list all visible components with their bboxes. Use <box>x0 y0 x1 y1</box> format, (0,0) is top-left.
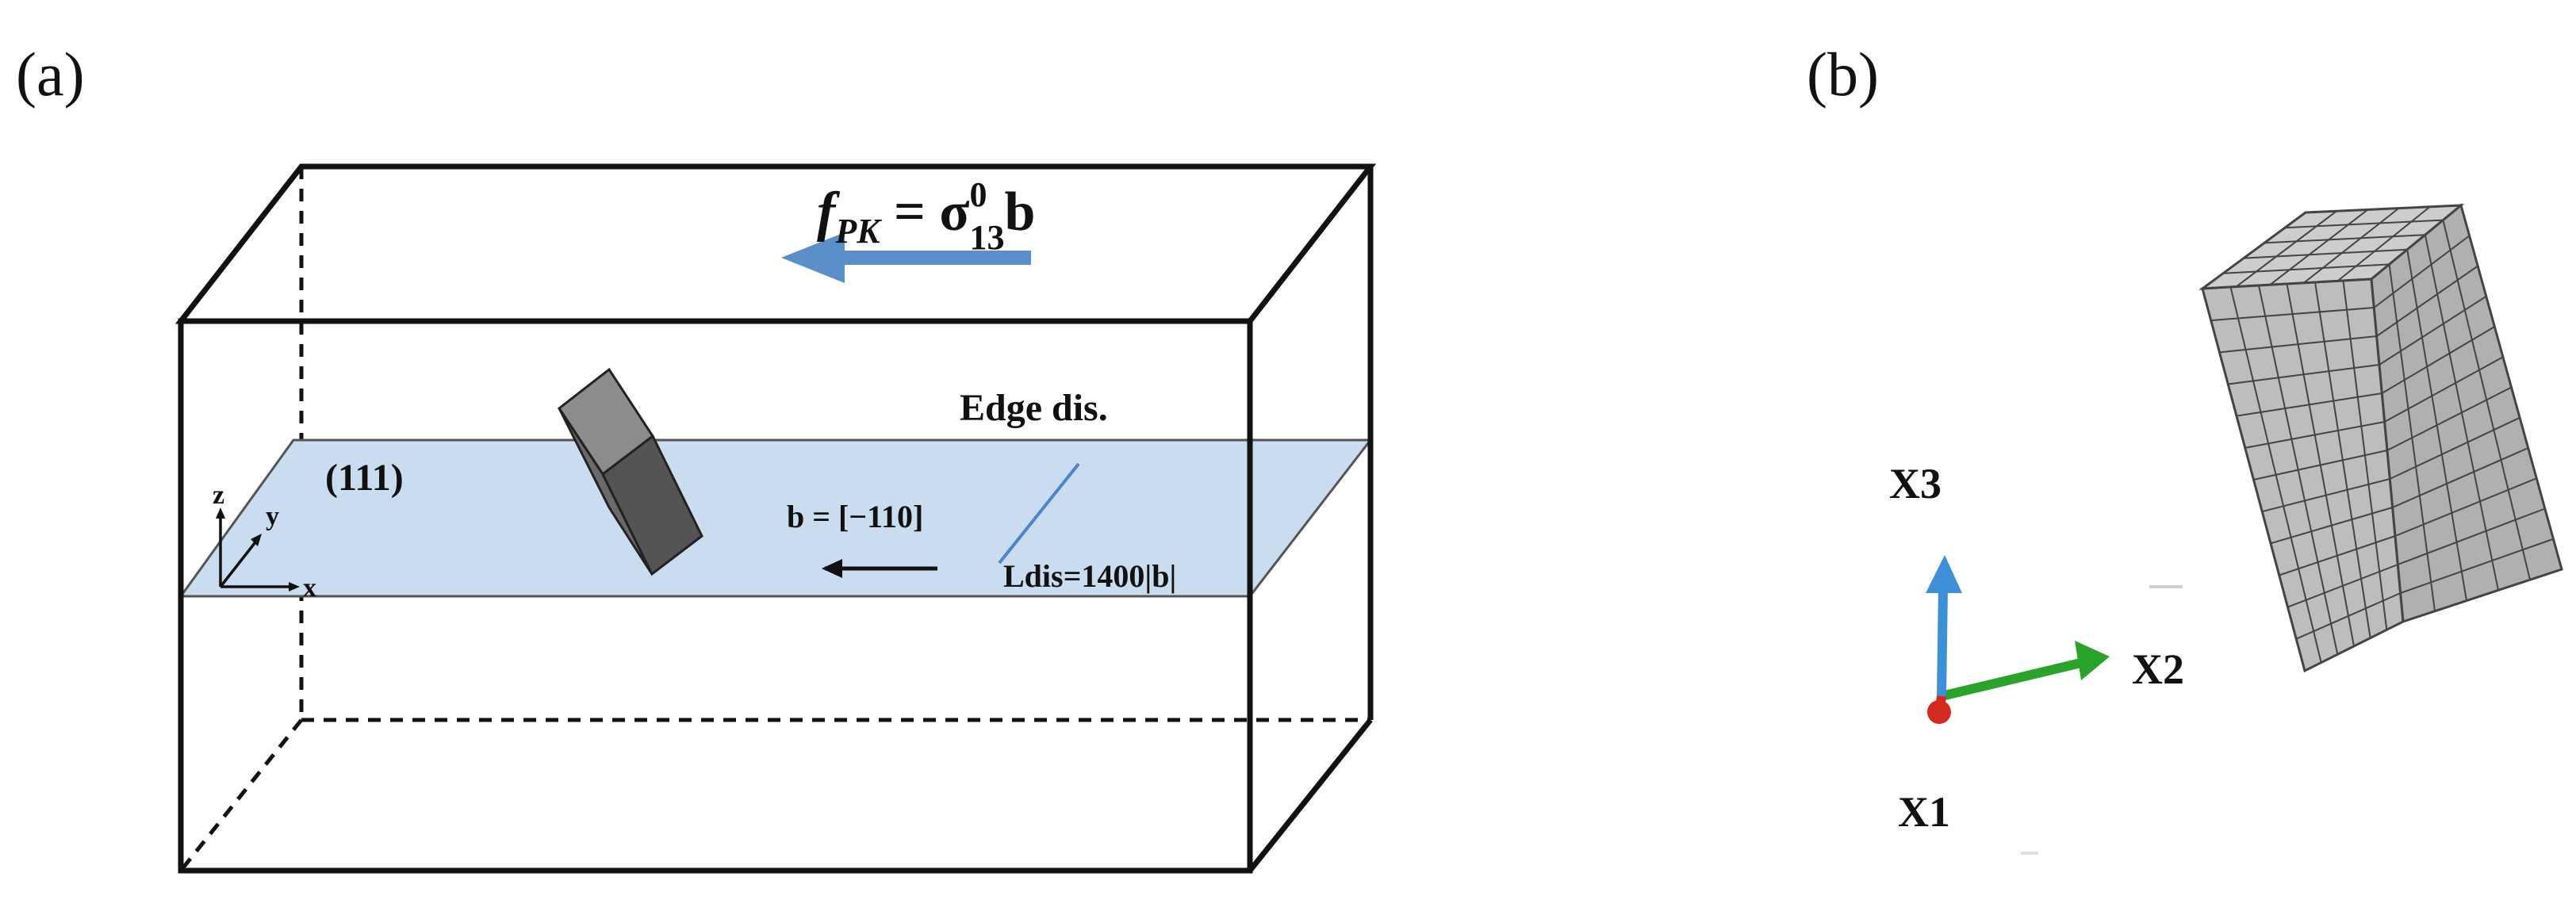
mesh-line <box>2392 447 2529 508</box>
mesh-line <box>2386 386 2512 451</box>
axis-x1-label: X1 <box>1898 788 1950 836</box>
dislocation-line <box>998 462 1080 565</box>
mesh-line <box>2270 507 2393 545</box>
mesh-line <box>2235 210 2337 288</box>
mesh-line <box>2262 478 2390 513</box>
mesh-line <box>2228 364 2380 385</box>
mesh-line <box>2295 592 2402 640</box>
mesh-line <box>2222 263 2390 274</box>
mesh-line <box>2284 219 2444 229</box>
mesh-block <box>2198 203 2563 673</box>
edge-dislocation-label: Edge dis. <box>960 387 1108 429</box>
force-arrow <box>781 232 1031 283</box>
mesh-line <box>2379 295 2487 366</box>
panel-a-label: (a) <box>16 40 85 109</box>
mesh-line <box>2376 265 2478 337</box>
simulation-box-edges <box>174 163 1377 874</box>
mesh-line <box>2264 234 2425 244</box>
mesh-line <box>2219 335 2377 354</box>
axis-x2-label: X2 <box>2132 645 2184 693</box>
axis-z-label: z <box>213 480 224 510</box>
mesh-line <box>2381 326 2495 394</box>
axis-y-label: y <box>266 502 279 531</box>
coordinate-triad <box>216 507 300 591</box>
mesh-line <box>2397 507 2546 565</box>
mesh-line <box>2287 564 2398 608</box>
axis-x3-label: X3 <box>1889 460 1942 507</box>
burgers-vector-arrow <box>822 559 937 578</box>
mesh-line <box>2373 235 2471 308</box>
plane-label: (111) <box>325 457 404 499</box>
global-axes <box>1926 555 2110 724</box>
mesh-line <box>2394 477 2537 537</box>
mesh-line <box>2279 535 2396 576</box>
burgers-vector-label: b = [−110] <box>787 499 923 534</box>
dislocation-length-label: Ldis=1400|b| <box>1003 558 1176 594</box>
precipitate-block <box>557 367 703 576</box>
axis-x-label: x <box>303 573 316 603</box>
mesh-line <box>2253 450 2388 480</box>
mesh-line <box>2244 421 2385 449</box>
mesh-line <box>2210 307 2375 322</box>
mesh-line <box>2384 356 2504 423</box>
panel-b-label: (b) <box>1807 40 1879 109</box>
panel-b: (b) X3 X2 X1 <box>1807 40 2563 855</box>
mesh-line <box>2389 416 2520 480</box>
mesh-line <box>2269 209 2369 285</box>
mesh-line <box>2303 207 2400 284</box>
mesh-line <box>2400 538 2554 594</box>
mesh-line <box>2243 248 2408 259</box>
mesh-line <box>2236 392 2382 417</box>
mesh-line <box>2336 206 2431 282</box>
